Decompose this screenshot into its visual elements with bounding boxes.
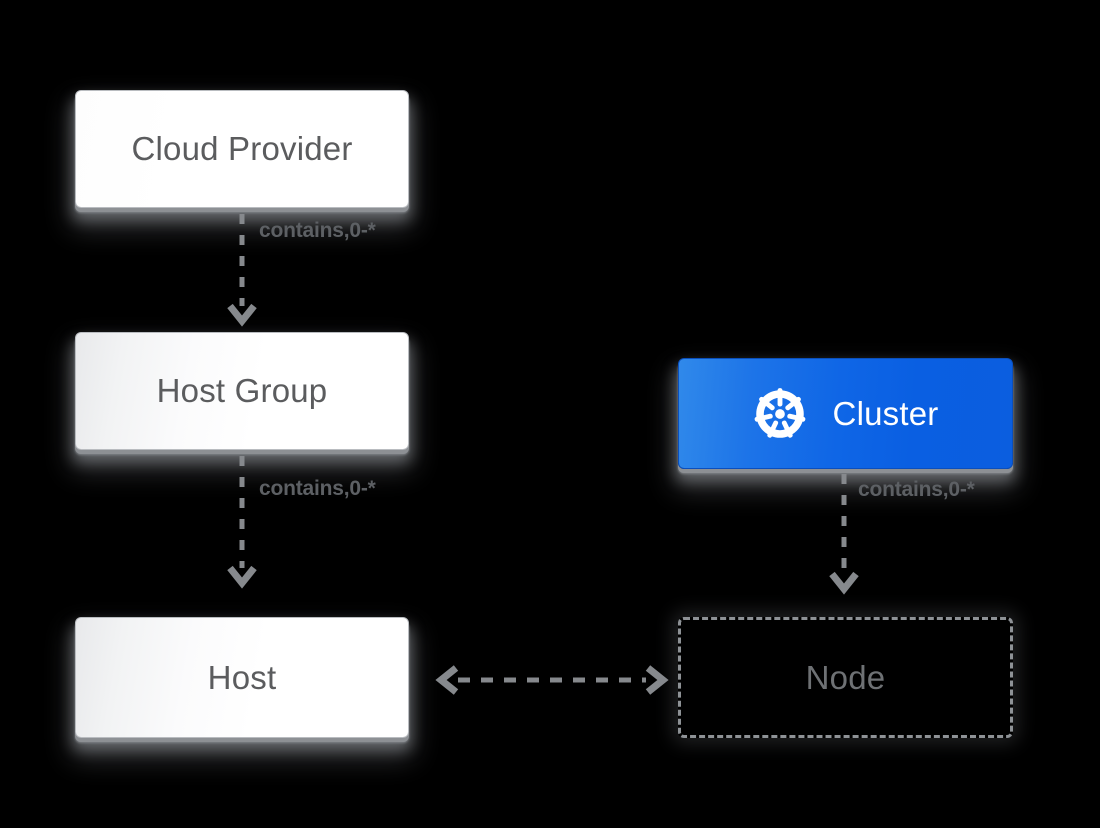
- edge-label-host-group-to-host: contains,0-*: [259, 477, 376, 500]
- node-node-label: Node: [805, 658, 886, 696]
- node-host-group[interactable]: Host Group: [75, 332, 409, 450]
- node-host[interactable]: Host: [75, 617, 409, 738]
- node-cloud-provider[interactable]: Cloud Provider: [75, 90, 409, 208]
- edge-label-cloud-provider-to-host-group: contains,0-*: [259, 219, 376, 242]
- node-cluster-label: Cluster: [832, 394, 939, 432]
- kubernetes-helm-icon: [753, 387, 807, 441]
- node-host-label: Host: [207, 658, 277, 696]
- edge-host-group-to-host: [222, 456, 262, 596]
- edge-cluster-to-node: [824, 474, 864, 604]
- edge-host-to-node-bidirectional: [432, 660, 672, 700]
- node-cloud-provider-label: Cloud Provider: [131, 130, 353, 167]
- node-cluster[interactable]: Cluster: [678, 358, 1013, 469]
- node-node[interactable]: Node: [678, 617, 1013, 738]
- edge-label-cluster-to-node: contains,0-*: [858, 478, 975, 501]
- edge-cloud-provider-to-host-group: [222, 214, 262, 334]
- node-host-group-label: Host Group: [156, 372, 328, 409]
